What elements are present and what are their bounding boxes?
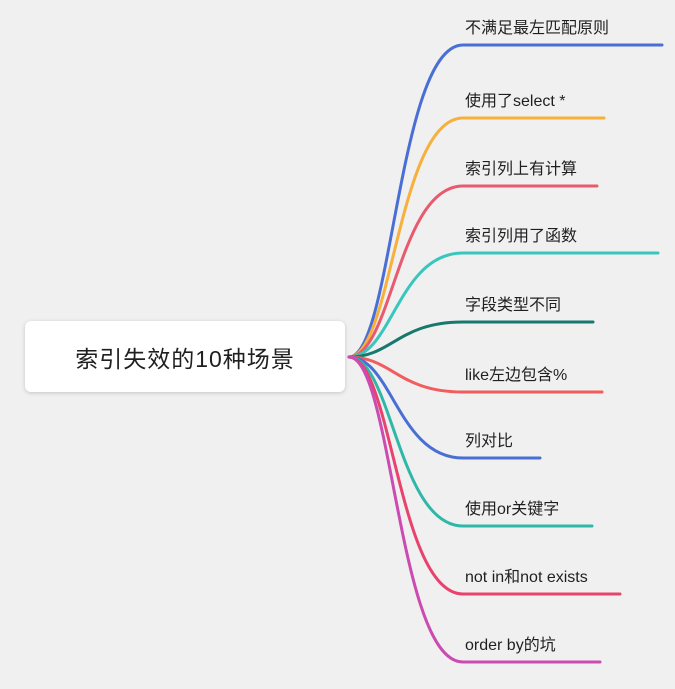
branch-topic-9[interactable]: not in和not exists [465, 569, 588, 586]
branch-topic-5[interactable]: 字段类型不同 [465, 297, 562, 314]
branch-curve-6 [347, 355, 604, 394]
branch-curve-9 [347, 355, 622, 596]
branch-topic-7[interactable]: 列对比 [465, 433, 514, 450]
branch-topic-10[interactable]: order by的坑 [465, 637, 556, 654]
branch-curve-3 [347, 184, 599, 359]
branch-topic-2[interactable]: 使用了select * [465, 93, 566, 110]
root-node[interactable]: 索引失效的10种场景 [25, 321, 345, 392]
branch-curve-2 [347, 116, 606, 359]
root-node-label: 索引失效的10种场景 [75, 345, 295, 372]
branch-curve-5 [347, 320, 595, 359]
branch-topic-4[interactable]: 索引列用了函数 [465, 228, 578, 245]
branch-topic-8[interactable]: 使用or关键字 [465, 501, 560, 518]
branch-curve-4 [347, 251, 660, 359]
branch-curve-1 [347, 43, 664, 359]
branch-topic-6[interactable]: like左边包含% [465, 367, 568, 384]
branch-curve-7 [347, 355, 542, 460]
branch-topic-3[interactable]: 索引列上有计算 [465, 161, 578, 178]
branch-topic-1[interactable]: 不满足最左匹配原则 [465, 20, 610, 37]
branch-curve-10 [347, 355, 602, 664]
branch-curve-8 [347, 355, 594, 528]
